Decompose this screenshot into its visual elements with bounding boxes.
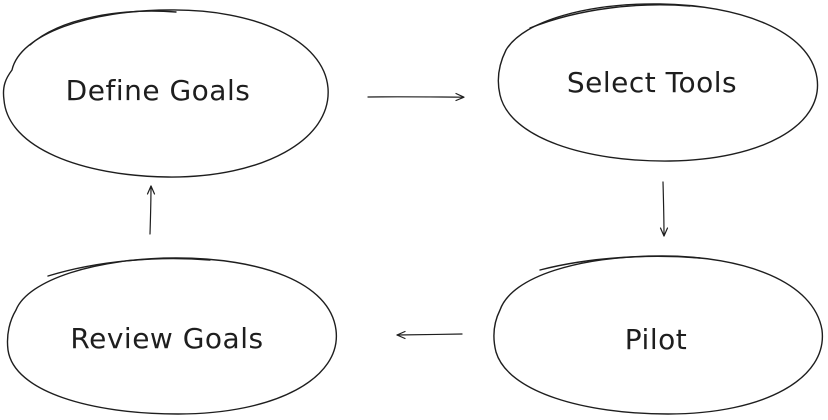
node-define-goals-label: Define Goals [66,74,251,107]
node-pilot: Pilot [493,255,823,415]
arrow-select-tools-to-pilot-head [659,227,669,237]
node-define-goals: Define Goals [2,9,329,178]
node-select-tools-outline-overstroke [529,4,691,29]
node-review-goals: Review Goals [6,257,337,415]
arrow-select-tools-to-pilot-line [662,181,665,237]
node-define-goals-outline-overstroke [29,10,177,46]
node-review-goals-outline-overstroke [47,257,211,277]
arrow-pilot-to-review-goals [396,330,463,340]
node-pilot-outline-overstroke [539,255,701,271]
node-pilot-label: Pilot [625,323,687,356]
arrow-define-goals-to-select-tools-head [455,92,465,102]
node-select-tools-label: Select Tools [567,66,737,99]
arrow-define-goals-to-select-tools [367,92,465,102]
node-select-tools: Select Tools [497,3,819,162]
arrow-select-tools-to-pilot [659,181,669,237]
node-review-goals-label: Review Goals [70,322,263,355]
arrow-review-goals-to-define-goals-head [146,185,156,195]
node-select-tools-outline [497,3,819,162]
arrow-review-goals-to-define-goals-line [149,185,152,235]
arrow-review-goals-to-define-goals [146,185,156,235]
arrow-pilot-to-review-goals-line [396,333,463,336]
arrow-pilot-to-review-goals-head [396,330,406,340]
